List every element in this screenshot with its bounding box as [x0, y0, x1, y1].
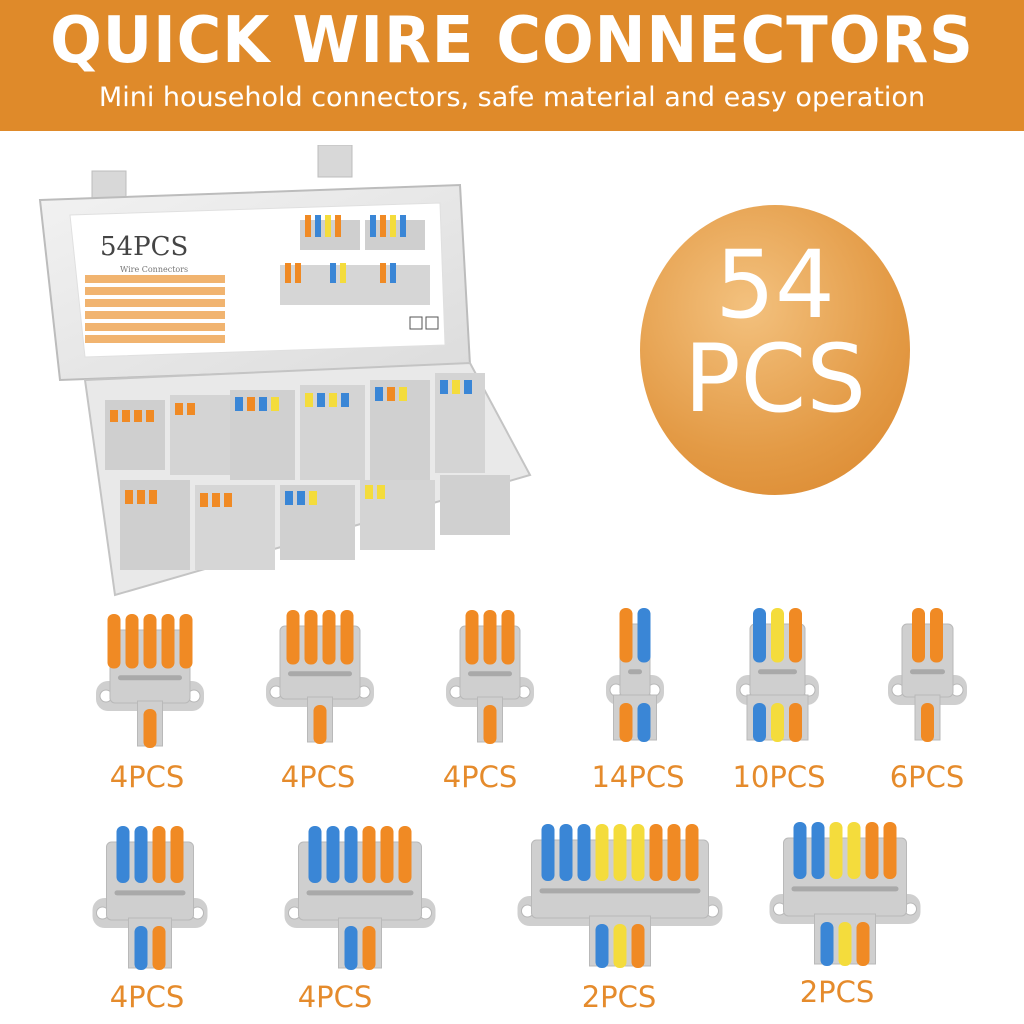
- box-lid-label: 54PCS: [100, 232, 188, 262]
- lever-orange: [619, 608, 633, 663]
- box-lid-sublabel: Wire Connectors: [120, 265, 188, 274]
- lever-orange: [143, 614, 157, 669]
- output-lever-yellow: [838, 922, 852, 966]
- connector-4-qty: 14PCS: [591, 760, 685, 794]
- lever-yellow: [847, 822, 861, 879]
- output-lever-blue: [595, 924, 609, 968]
- connector-10-qty: 2PCS: [799, 975, 875, 1009]
- lever-yellow: [771, 608, 784, 663]
- lever-orange: [125, 614, 139, 669]
- lever-orange: [170, 826, 184, 883]
- connector-6-qty: 6PCS: [889, 760, 965, 794]
- output-lever-orange: [789, 703, 802, 742]
- connector-9-image: [517, 824, 723, 968]
- output-lever-blue: [820, 922, 834, 966]
- connector-8-image: [284, 826, 436, 970]
- connector-3-qty: 4PCS: [442, 760, 518, 794]
- lever-blue: [326, 826, 340, 883]
- lever-orange: [912, 608, 925, 663]
- lever-blue: [793, 822, 807, 879]
- output-lever-blue: [637, 703, 651, 742]
- output-lever-orange: [483, 705, 497, 744]
- lever-yellow: [595, 824, 609, 881]
- connector-1-image: [96, 614, 204, 748]
- lever-orange: [483, 610, 497, 665]
- lever-orange: [501, 610, 515, 665]
- connector-3-image: [446, 610, 534, 744]
- header-banner: QUICK WIRE CONNECTORS Mini household con…: [0, 0, 1024, 131]
- output-lever-blue: [134, 926, 148, 970]
- connector-10-image: [769, 822, 921, 966]
- connector-5-qty: 10PCS: [732, 760, 826, 794]
- connector-5-image: [736, 608, 819, 742]
- output-lever-orange: [313, 705, 327, 744]
- output-lever-yellow: [613, 924, 627, 968]
- lever-orange: [789, 608, 802, 663]
- lever-orange: [930, 608, 943, 663]
- badge-number: 54: [715, 231, 835, 340]
- output-lever-orange: [856, 922, 870, 966]
- connector-9-qty: 2PCS: [581, 980, 657, 1014]
- lever-blue: [134, 826, 148, 883]
- lever-blue: [116, 826, 130, 883]
- lever-orange: [161, 614, 175, 669]
- output-lever-orange: [143, 709, 157, 748]
- connector-7-qty: 4PCS: [109, 980, 185, 1014]
- lever-orange: [883, 822, 897, 879]
- output-lever-orange: [362, 926, 376, 970]
- output-lever-yellow: [771, 703, 784, 742]
- lever-blue: [344, 826, 358, 883]
- lever-orange: [107, 614, 121, 669]
- lever-orange: [685, 824, 699, 881]
- lever-orange: [286, 610, 300, 665]
- lever-orange: [649, 824, 663, 881]
- connector-1-qty: 4PCS: [109, 760, 185, 794]
- connector-4-image: [606, 608, 664, 742]
- lever-orange: [465, 610, 479, 665]
- lever-orange: [152, 826, 166, 883]
- lever-blue: [577, 824, 591, 881]
- connector-7-image: [92, 826, 208, 970]
- lever-orange: [340, 610, 354, 665]
- banner-title: QUICK WIRE CONNECTORS: [50, 4, 974, 78]
- connector-8-qty: 4PCS: [297, 980, 373, 1014]
- lever-blue: [637, 608, 651, 663]
- lever-orange: [865, 822, 879, 879]
- lever-yellow: [613, 824, 627, 881]
- output-lever-orange: [619, 703, 633, 742]
- badge-unit: PCS: [684, 325, 866, 434]
- connector-2-image: [266, 610, 374, 744]
- lever-orange: [322, 610, 336, 665]
- lever-blue: [811, 822, 825, 879]
- connector-6-image: [888, 608, 967, 742]
- lever-blue: [308, 826, 322, 883]
- storage-box-image: 54PCS Wire Connectors: [38, 145, 532, 597]
- lever-blue: [559, 824, 573, 881]
- lever-orange: [398, 826, 412, 883]
- output-lever-orange: [921, 703, 934, 742]
- lever-orange: [362, 826, 376, 883]
- lever-yellow: [829, 822, 843, 879]
- output-lever-blue: [344, 926, 358, 970]
- lever-orange: [304, 610, 318, 665]
- lever-orange: [179, 614, 193, 669]
- lever-blue: [753, 608, 766, 663]
- banner-subtitle: Mini household connectors, safe material…: [98, 82, 926, 113]
- connector-2-qty: 4PCS: [280, 760, 356, 794]
- output-lever-orange: [152, 926, 166, 970]
- quantity-badge: 54 PCS: [640, 205, 910, 495]
- lever-orange: [380, 826, 394, 883]
- lever-yellow: [631, 824, 645, 881]
- lever-blue: [541, 824, 555, 881]
- output-lever-blue: [753, 703, 766, 742]
- lever-orange: [667, 824, 681, 881]
- output-lever-orange: [631, 924, 645, 968]
